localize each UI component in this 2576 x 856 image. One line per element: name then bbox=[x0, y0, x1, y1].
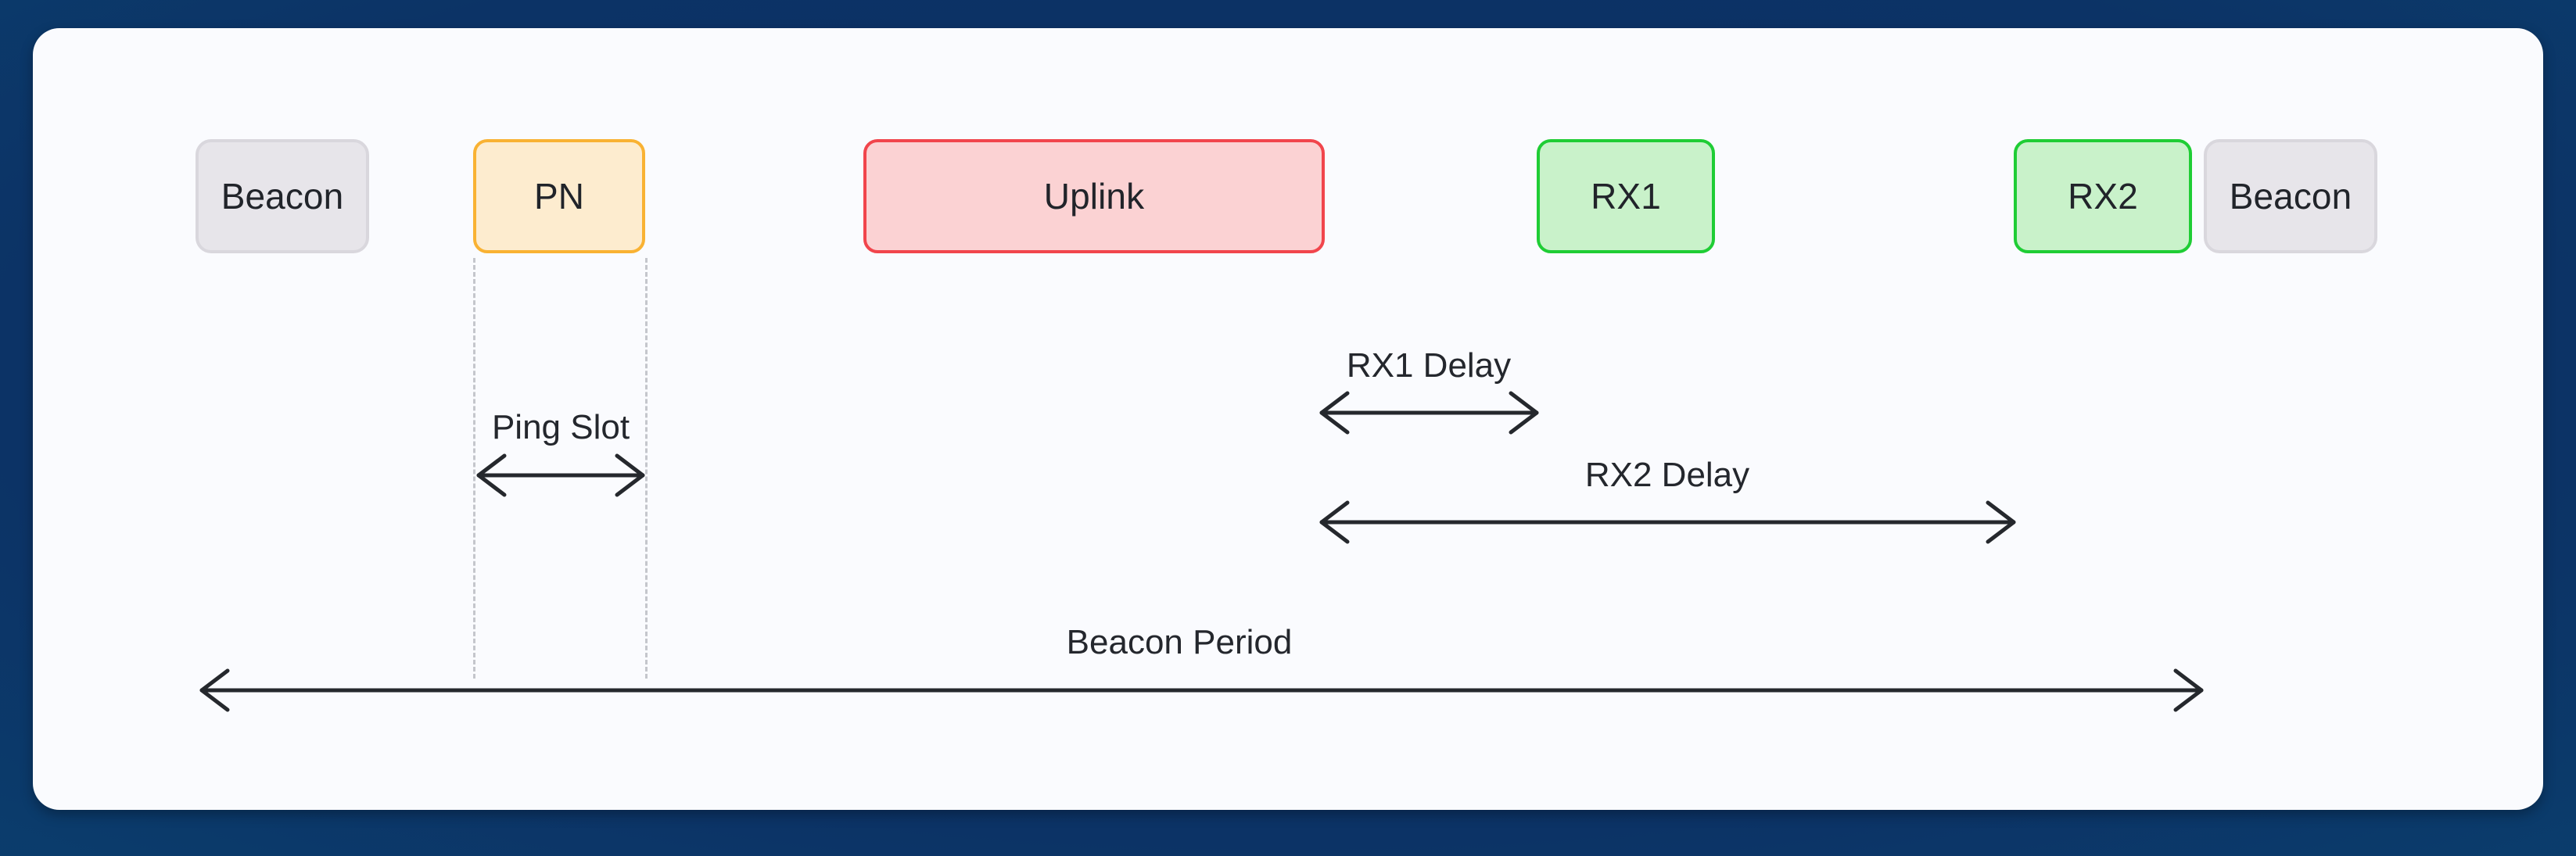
diagram-card bbox=[33, 28, 2543, 810]
